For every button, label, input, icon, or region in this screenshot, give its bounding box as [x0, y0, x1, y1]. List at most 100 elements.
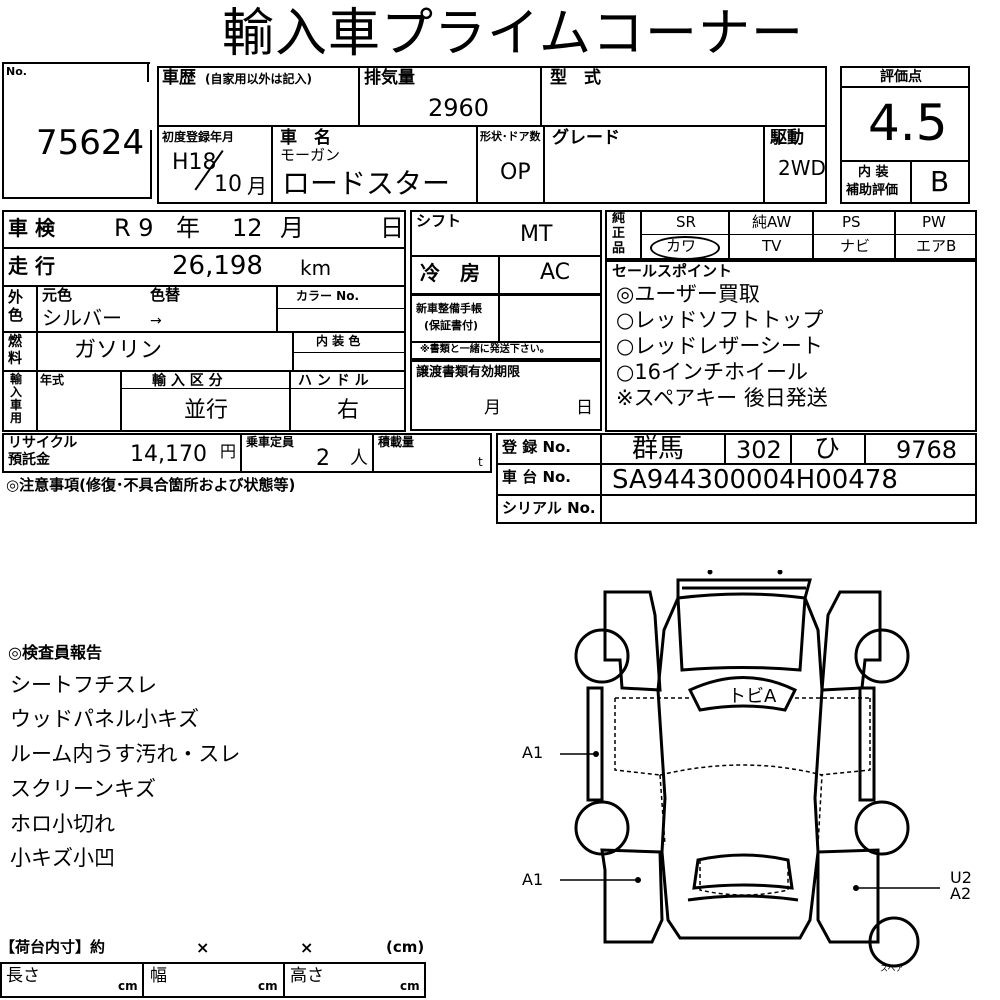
first-registration-label: 初度登録年月: [162, 130, 235, 144]
interior-score-label-1: 内 装: [858, 165, 889, 180]
exterior-color-label: 外色: [8, 288, 24, 324]
warranty-label-1: 新車整備手帳: [416, 302, 482, 315]
load-label: 積載量: [378, 435, 415, 449]
equip-sr: SR: [676, 213, 696, 231]
mileage-label: 走 行: [8, 254, 55, 278]
equip-ps: PS: [842, 213, 861, 231]
inspection-year-unit: 年: [176, 214, 200, 242]
warranty-note: ※書類と一緒に発送下さい。: [420, 344, 550, 355]
sales-points-label: セールスポイント: [612, 262, 733, 280]
spare-label: スペア: [880, 964, 904, 973]
inspector-note: 小キズ小凹: [10, 846, 115, 870]
inspection-day-unit: 日: [380, 214, 404, 242]
drive-value: 2WD: [778, 156, 826, 180]
cargo-height-label: 高さ: [290, 966, 324, 986]
sales-point: ※スペアキー 後日発送: [616, 386, 828, 410]
equip-pw: PW: [922, 213, 946, 231]
left-front-mark: A1: [522, 743, 544, 762]
import-car-label: 輸入車用: [10, 372, 23, 425]
cargo-times-2: ×: [300, 938, 314, 957]
cargo-length-unit: cm: [118, 979, 138, 993]
cargo-unit: (cm): [386, 938, 425, 956]
inspection-era: R 9: [114, 214, 154, 242]
inspection-month-unit: 月: [280, 214, 304, 242]
mileage-value: 26,198: [172, 251, 263, 281]
history-note: (自家用以外は記入): [205, 72, 312, 86]
registration-kana: ひ: [814, 434, 841, 464]
sales-point: ○16インチホイール: [616, 360, 809, 384]
genuine-parts-label: 純正品: [612, 211, 626, 256]
fuel-value: ガソリン: [74, 338, 163, 363]
recycle-label-2: 預託金: [8, 452, 50, 468]
transfer-day-unit: 日: [576, 398, 593, 418]
ac-label: 冷 房: [420, 261, 480, 285]
chassis-number: SA944300004H00478: [612, 465, 898, 495]
registration-area: 群馬: [632, 434, 685, 464]
car-name-label: 車 名: [280, 128, 331, 148]
score-label: 評価点: [880, 69, 922, 85]
inspection-label: 車 検: [8, 216, 55, 240]
equip-airbag: エアB: [916, 237, 957, 255]
equip-tv: TV: [762, 237, 782, 255]
grade-label: グレード: [552, 128, 620, 148]
import-type-value: 並行: [184, 398, 229, 423]
shape-doors-label: 形状･ドア数: [480, 130, 541, 143]
color-change-value: →: [150, 313, 162, 329]
registration-number: 9768: [896, 436, 958, 464]
sales-point: ○レッドソフトトップ: [616, 308, 824, 332]
notes-label: ◎注意事項(修復･不具合箇所および状態等): [6, 476, 296, 494]
equip-aw: 純AW: [752, 213, 792, 231]
warranty-label-2: (保証書付): [424, 319, 479, 332]
drive-label: 駆動: [770, 128, 804, 148]
inspector-report-label: ◎検査員報告: [8, 643, 102, 662]
cargo-width-label: 幅: [150, 966, 167, 986]
lot-number-label: No.: [6, 65, 27, 78]
cargo-times-1: ×: [196, 938, 210, 957]
capacity-unit: 人: [350, 448, 368, 469]
capacity-value: 2: [316, 446, 330, 471]
sales-point: ○レッドレザーシート: [616, 334, 823, 358]
cargo-label: 【荷台内寸】約: [0, 938, 106, 956]
recycle-yen-unit: 円: [220, 442, 237, 461]
car-model-name: ロードスター: [282, 167, 451, 200]
inspector-note: ウッドパネル小キズ: [10, 707, 199, 731]
lot-number: 75624: [36, 123, 145, 163]
history-label: 車歴: [162, 68, 196, 88]
displacement-label: 排気量: [364, 68, 415, 88]
equip-leather-circle: [650, 236, 720, 260]
right-rear-mark-2: A2: [950, 884, 972, 903]
original-color-label: 元色: [42, 286, 73, 304]
registration-class: 302: [736, 436, 782, 464]
right-rear-mark-1: U2: [950, 868, 972, 887]
inspection-month: 12: [232, 214, 263, 242]
inspector-note: ルーム内うす汚れ・スレ: [10, 742, 241, 766]
color-change-label: 色替: [150, 286, 181, 304]
fuel-label: 燃料: [8, 334, 22, 367]
mileage-unit: km: [300, 256, 332, 280]
score-value: 4.5: [868, 94, 948, 152]
interior-score-label-2: 補助評価: [846, 183, 899, 198]
first-registration-month: 10: [214, 172, 242, 197]
transfer-docs-label: 譲渡書類有効期限: [416, 365, 521, 380]
cargo-length-label: 長さ: [6, 966, 40, 986]
inspector-note: ホロ小切れ: [10, 812, 115, 836]
sales-point: ◎ユーザー買取: [616, 282, 760, 306]
left-rear-mark: A1: [522, 870, 544, 889]
model-year-label: 年式: [40, 373, 65, 387]
equip-navi: ナビ: [840, 237, 871, 255]
color-number-label: カラー No.: [296, 289, 360, 303]
first-registration-month-unit: 月: [247, 174, 267, 198]
load-unit: t: [478, 455, 483, 469]
cargo-width-unit: cm: [258, 979, 278, 993]
recycle-label-1: リサイクル: [8, 435, 78, 451]
ac-value: AC: [540, 260, 571, 285]
import-type-label: 輸 入 区 分: [152, 373, 223, 389]
inspector-note: スクリーンキズ: [10, 777, 156, 801]
cargo-height-unit: cm: [400, 979, 420, 993]
inspector-note: シートフチスレ: [10, 673, 157, 697]
car-damage-diagram: [560, 570, 940, 968]
shift-value: MT: [520, 222, 553, 247]
serial-label: シリアル No.: [502, 499, 596, 517]
windshield-damage-mark: トビA: [728, 686, 777, 707]
interior-color-label: 内 装 色: [316, 334, 361, 348]
